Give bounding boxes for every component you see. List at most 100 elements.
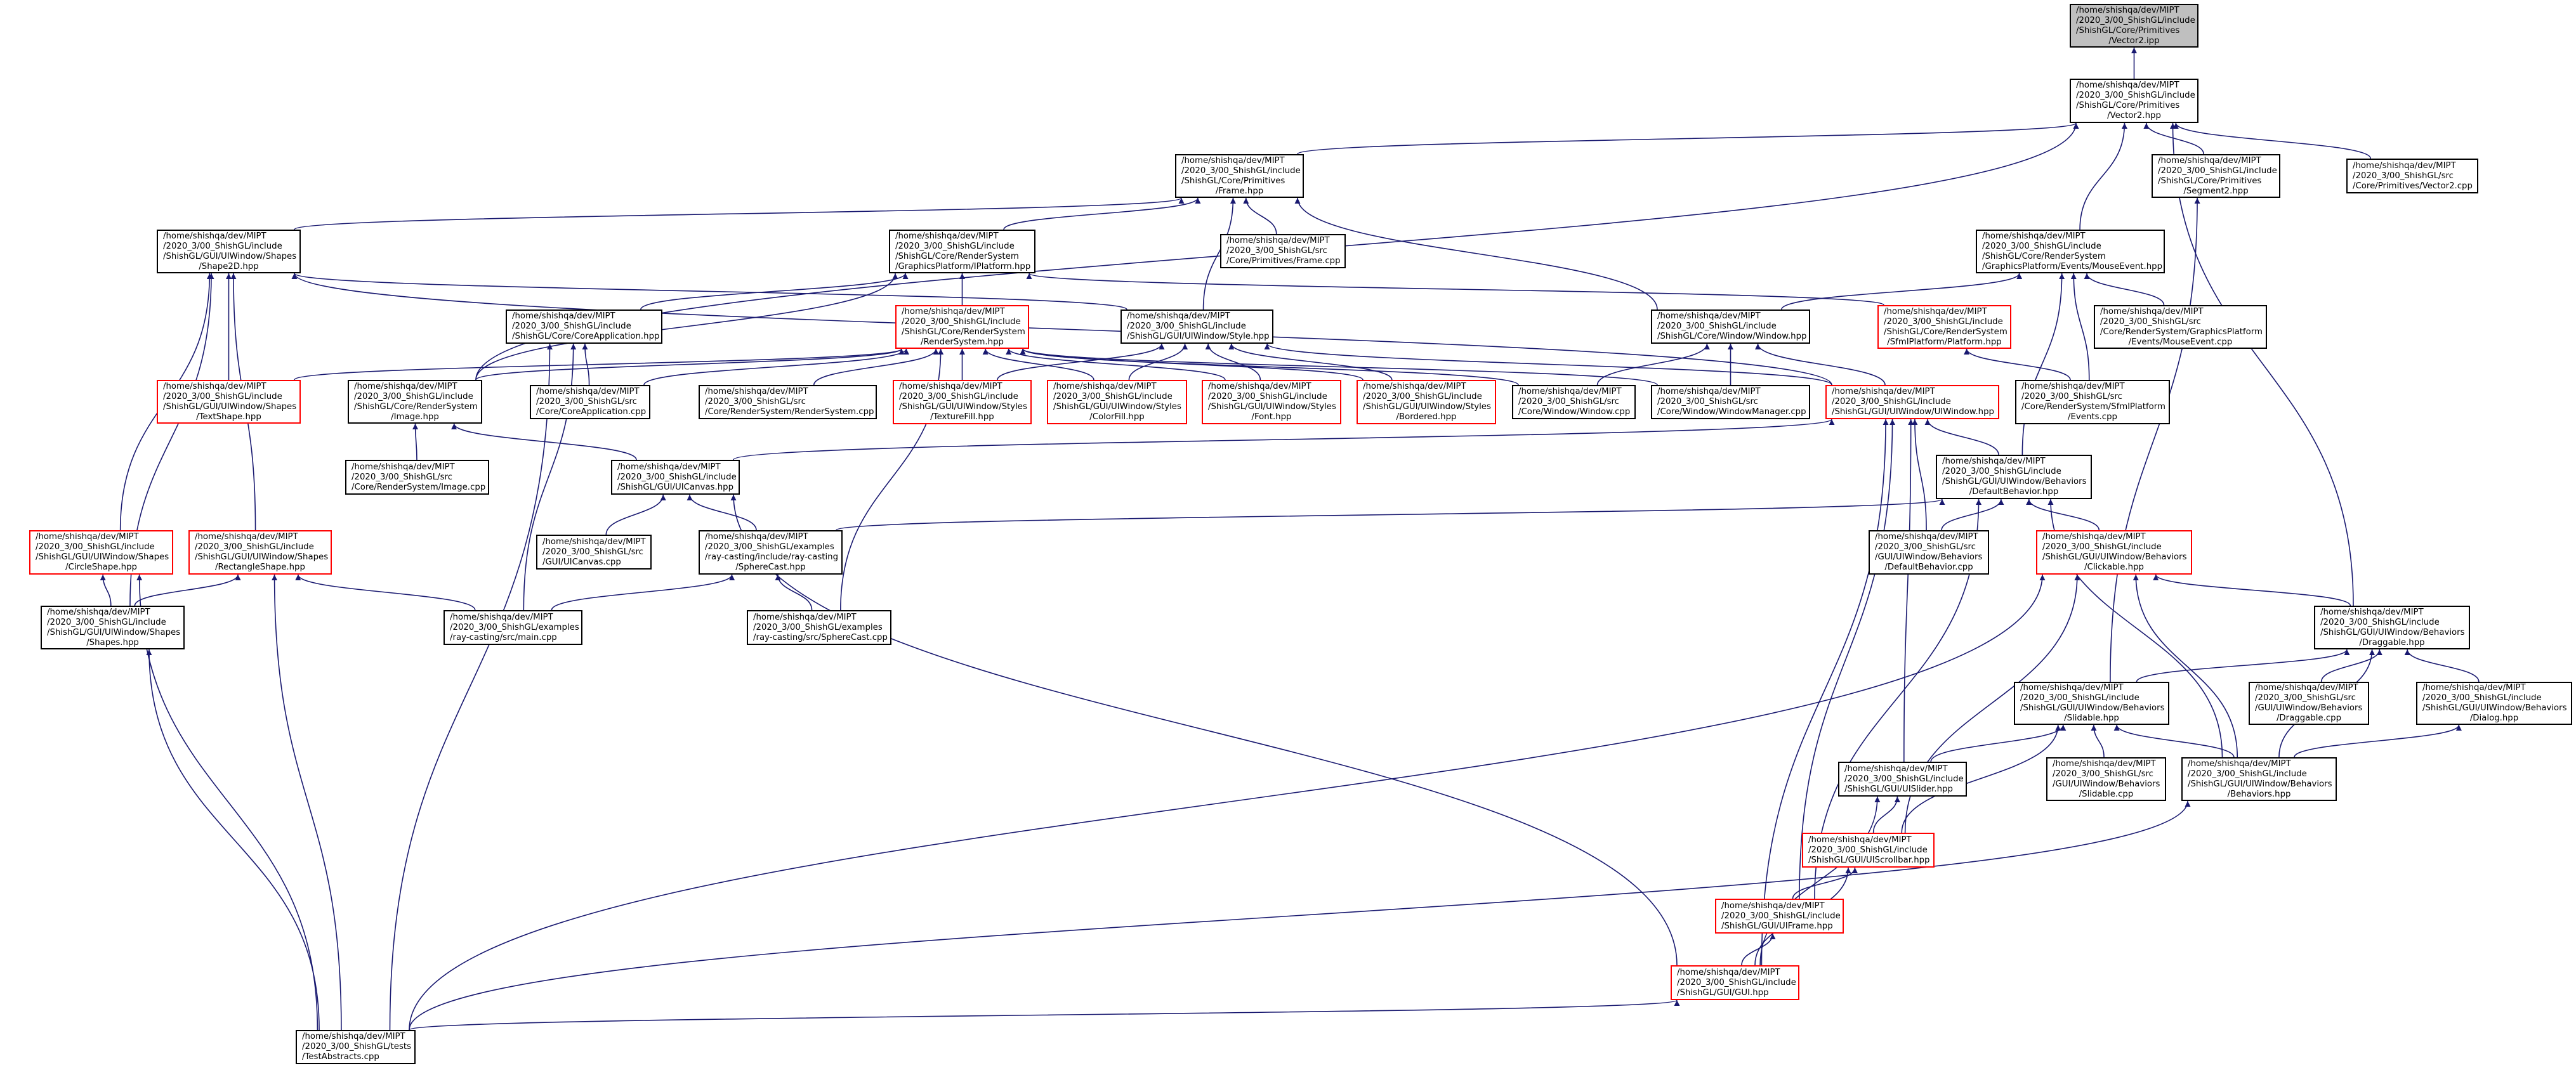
include-edge-draggable-cpp-to-draggable (2320, 649, 2382, 682)
node-label-line: /Core/RenderSystem/GraphicsPlatform (2100, 327, 2263, 337)
node-label-line: /ShishGL/Core/RenderSystem (1982, 251, 2106, 261)
node-label-line: /ShishGL/Core/Primitives (2076, 101, 2180, 110)
node-label-line: /RenderSystem.hpp (921, 337, 1004, 347)
node-label-line: /ShishGL/GUI/UISlider.hpp (1844, 784, 1953, 794)
graph-node-rect[interactable]: /home/shishqa/dev/MIPT/2020_3/00_ShishGL… (188, 530, 332, 575)
node-label-line: /ShishGL/GUI/UIWindow/Shapes (163, 251, 297, 261)
node-label-line: /Core/RenderSystem/Image.cpp (352, 482, 486, 492)
graph-node-window-hpp[interactable]: /home/shishqa/dev/MIPT/2020_3/00_ShishGL… (1651, 309, 1810, 344)
node-label-line: /home/shishqa/dev/MIPT (899, 382, 1002, 391)
graph-node-uiscrollbar[interactable]: /home/shishqa/dev/MIPT/2020_3/00_ShishGL… (1802, 833, 1935, 868)
node-label-line: /home/shishqa/dev/MIPT (1982, 231, 2086, 241)
graph-node-behaviors[interactable]: /home/shishqa/dev/MIPT/2020_3/00_ShishGL… (2181, 757, 2337, 801)
graph-node-sphere-hpp[interactable]: /home/shishqa/dev/MIPT/2020_3/00_ShishGL… (699, 530, 843, 575)
include-edge-main-cpp-to-rect (295, 574, 476, 611)
graph-node-texturefill[interactable]: /home/shishqa/dev/MIPT/2020_3/00_ShishGL… (893, 380, 1032, 424)
node-label-line: /home/shishqa/dev/MIPT (354, 381, 457, 391)
node-label-line: /2020_3/00_ShishGL/include (512, 322, 631, 331)
node-label-line: /ShishGL/Core/RenderSystem (902, 327, 1025, 337)
graph-node-font[interactable]: /home/shishqa/dev/MIPT/2020_3/00_ShishGL… (1202, 380, 1341, 424)
graph-node-window-cpp[interactable]: /home/shishqa/dev/MIPT/2020_3/00_ShishGL… (1512, 385, 1636, 419)
node-label-line: /2020_3/00_ShishGL/include (1181, 166, 1301, 176)
node-label-line: /2020_3/00_ShishGL/src (1226, 246, 1327, 256)
include-edge-shapes-to-rect (134, 574, 241, 606)
graph-node-uiwindow[interactable]: /home/shishqa/dev/MIPT/2020_3/00_ShishGL… (1825, 385, 1999, 419)
graph-node-coreapp-cpp[interactable]: /home/shishqa/dev/MIPT/2020_3/00_ShishGL… (530, 385, 650, 419)
graph-node-tests[interactable]: /home/shishqa/dev/MIPT/2020_3/00_ShishGL… (296, 1030, 416, 1064)
node-label-line: /DefaultBehavior.hpp (1969, 487, 2059, 497)
graph-node-uiframe[interactable]: /home/shishqa/dev/MIPT/2020_3/00_ShishGL… (1715, 899, 1844, 934)
node-label-line: /TestAbstracts.cpp (302, 1052, 379, 1062)
graph-node-style[interactable]: /home/shishqa/dev/MIPT/2020_3/00_ShishGL… (1120, 309, 1273, 344)
graph-node-defbeh-hpp[interactable]: /home/shishqa/dev/MIPT/2020_3/00_ShishGL… (1936, 455, 2092, 499)
include-edge-gui-to-uiwindow (1761, 419, 1889, 966)
node-label-line: /2020_3/00_ShishGL/include (1053, 392, 1173, 401)
graph-node-vec-cpp[interactable]: /home/shishqa/dev/MIPT/2020_3/00_ShishGL… (2346, 159, 2478, 193)
include-edge-events-cpp-to-mouse-hpp (2070, 273, 2090, 381)
graph-node-uislider[interactable]: /home/shishqa/dev/MIPT/2020_3/00_ShishGL… (1838, 762, 1967, 797)
node-label-line: /ShishGL/GUI/UIWindow/Behaviors (2422, 703, 2567, 713)
graph-node-slidable-cpp[interactable]: /home/shishqa/dev/MIPT/2020_3/00_ShishGL… (2046, 757, 2166, 801)
graph-node-colorfill[interactable]: /home/shishqa/dev/MIPT/2020_3/00_ShishGL… (1047, 380, 1187, 424)
node-label-line: /2020_3/00_ShishGL/examples (705, 542, 834, 552)
node-label-line: /2020_3/00_ShishGL/include (2076, 15, 2195, 25)
graph-node-image-hpp[interactable]: /home/shishqa/dev/MIPT/2020_3/00_ShishGL… (348, 380, 482, 424)
graph-node-draggable[interactable]: /home/shishqa/dev/MIPT/2020_3/00_ShishGL… (2314, 606, 2470, 649)
node-label-line: /home/shishqa/dev/MIPT (36, 532, 139, 542)
node-label-line: /home/shishqa/dev/MIPT (2255, 683, 2358, 693)
graph-node-rs-cpp[interactable]: /home/shishqa/dev/MIPT/2020_3/00_ShishGL… (699, 385, 877, 419)
graph-node-seg2[interactable]: /home/shishqa/dev/MIPT/2020_3/00_ShishGL… (2152, 154, 2280, 198)
graph-node-sphere-cpp[interactable]: /home/shishqa/dev/MIPT/2020_3/00_ShishGL… (747, 610, 891, 645)
include-edge-tests-to-gui (409, 1000, 1679, 1031)
include-edge-events-cpp-to-platform (1964, 348, 2071, 381)
node-label-line: /home/shishqa/dev/MIPT (1808, 835, 1912, 845)
graph-node-shape2d[interactable]: /home/shishqa/dev/MIPT/2020_3/00_ShishGL… (157, 230, 301, 273)
graph-node-mouse-hpp[interactable]: /home/shishqa/dev/MIPT/2020_3/00_ShishGL… (1976, 230, 2165, 273)
node-label-line: /2020_3/00_ShishGL/src (705, 397, 806, 407)
node-label-line: /home/shishqa/dev/MIPT (2100, 306, 2204, 316)
graph-node-frame-cpp[interactable]: /home/shishqa/dev/MIPT/2020_3/00_ShishGL… (1220, 234, 1346, 268)
graph-node-defbeh-cpp[interactable]: /home/shishqa/dev/MIPT/2020_3/00_ShishGL… (1869, 530, 1989, 575)
graph-node-circle[interactable]: /home/shishqa/dev/MIPT/2020_3/00_ShishGL… (29, 530, 173, 575)
graph-node-uicanvas-cpp[interactable]: /home/shishqa/dev/MIPT/2020_3/00_ShishGL… (536, 535, 652, 570)
include-edge-uicanvas-cpp-to-uicanvas (605, 494, 666, 535)
node-label-line: /ShishGL/Core/Primitives (2076, 25, 2180, 36)
graph-node-vec-ipp[interactable]: /home/shishqa/dev/MIPT/2020_3/00_ShishGL… (2070, 4, 2198, 48)
graph-node-dialog[interactable]: /home/shishqa/dev/MIPT/2020_3/00_ShishGL… (2416, 682, 2572, 725)
graph-node-clickable[interactable]: /home/shishqa/dev/MIPT/2020_3/00_ShishGL… (2036, 530, 2192, 575)
include-edge-draggable-to-clickable (2153, 574, 2351, 606)
graph-node-shapes[interactable]: /home/shishqa/dev/MIPT/2020_3/00_ShishGL… (41, 606, 185, 649)
node-label-line: /home/shishqa/dev/MIPT (2158, 155, 2261, 166)
node-label-line: /2020_3/00_ShishGL/include (1208, 392, 1327, 401)
include-edge-style-to-frame-hpp (1202, 197, 1236, 310)
graph-node-iplatform[interactable]: /home/shishqa/dev/MIPT/2020_3/00_ShishGL… (889, 230, 1035, 273)
node-label-line: /2020_3/00_ShishGL/include (617, 472, 737, 482)
graph-node-main-cpp[interactable]: /home/shishqa/dev/MIPT/2020_3/00_ShishGL… (444, 610, 582, 645)
include-edge-mouse-hpp-to-vec-hpp (2079, 122, 2127, 230)
node-label-line: /home/shishqa/dev/MIPT (195, 532, 298, 542)
graph-node-frame-hpp[interactable]: /home/shishqa/dev/MIPT/2020_3/00_ShishGL… (1175, 154, 1304, 198)
graph-node-vec-hpp[interactable]: /home/shishqa/dev/MIPT/2020_3/00_ShishGL… (2070, 79, 2198, 123)
graph-node-rs-hpp[interactable]: /home/shishqa/dev/MIPT/2020_3/00_ShishGL… (895, 305, 1029, 349)
graph-node-textshape[interactable]: /home/shishqa/dev/MIPT/2020_3/00_ShishGL… (157, 380, 301, 424)
include-edge-uiscrollbar-to-slidable (1901, 724, 2061, 833)
graph-node-winmgr-cpp[interactable]: /home/shishqa/dev/MIPT/2020_3/00_ShishGL… (1651, 385, 1810, 419)
graph-node-events-cpp[interactable]: /home/shishqa/dev/MIPT/2020_3/00_ShishGL… (2015, 380, 2170, 424)
graph-node-slidable[interactable]: /home/shishqa/dev/MIPT/2020_3/00_ShishGL… (2014, 682, 2169, 725)
include-edge-texturefill-to-style (997, 343, 1165, 381)
graph-node-coreapp-hpp[interactable]: /home/shishqa/dev/MIPT/2020_3/00_ShishGL… (506, 309, 662, 344)
graph-node-bordered[interactable]: /home/shishqa/dev/MIPT/2020_3/00_ShishGL… (1357, 380, 1496, 424)
node-label-line: /2020_3/00_ShishGL/include (1884, 316, 2003, 327)
graph-node-platform[interactable]: /home/shishqa/dev/MIPT/2020_3/00_ShishGL… (1877, 305, 2011, 349)
graph-node-uicanvas[interactable]: /home/shishqa/dev/MIPT/2020_3/00_ShishGL… (611, 460, 740, 495)
graph-node-mouse-cpp[interactable]: /home/shishqa/dev/MIPT/2020_3/00_ShishGL… (2094, 305, 2267, 349)
include-edge-uiscrollbar-to-uislider (1872, 796, 1900, 833)
graph-node-draggable-cpp[interactable]: /home/shishqa/dev/MIPT/2020_3/00_ShishGL… (2249, 682, 2369, 725)
graph-node-image-cpp[interactable]: /home/shishqa/dev/MIPT/2020_3/00_ShishGL… (345, 460, 489, 495)
graph-node-gui[interactable]: /home/shishqa/dev/MIPT/2020_3/00_ShishGL… (1671, 965, 1799, 1000)
node-label-line: /Image.hpp (391, 412, 439, 422)
node-label-line: /home/shishqa/dev/MIPT (2076, 5, 2179, 15)
node-label-line: /Shapes.hpp (86, 637, 139, 648)
include-edge-uiwindow-to-shape2d (291, 273, 1832, 386)
node-label-line: /ShishGL/Core/RenderSystem (895, 251, 1019, 261)
